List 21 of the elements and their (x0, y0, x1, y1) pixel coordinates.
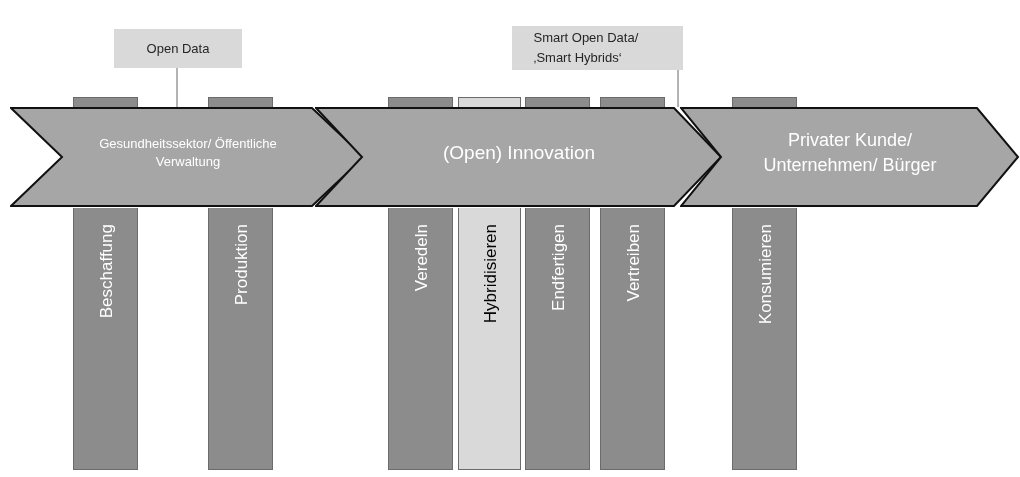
activity-bar (208, 208, 273, 470)
leader-line (677, 69, 679, 108)
activity-bar (73, 208, 138, 470)
callout-box: Open Data (114, 29, 242, 68)
stage-label: (Open) Innovation (442, 140, 596, 165)
stage-label: Gesundheitssektor/ Öffentliche Verwaltung (98, 135, 278, 171)
activity-bar (600, 208, 665, 470)
activity-label: Hybridisieren (481, 224, 498, 324)
callout-box: Smart Open Data/ ‚Smart Hybrids‘ (512, 26, 683, 70)
activity-bar (458, 208, 521, 470)
activity-label: Endfertigen (549, 224, 566, 311)
activity-label: Veredeln (412, 224, 429, 292)
activity-label: Produktion (232, 224, 249, 306)
leader-line (176, 67, 178, 108)
stage-label: Privater Kunde/ Unternehmen/ Bürger (762, 129, 938, 177)
activity-bar (732, 208, 797, 470)
activity-label: Konsumieren (756, 224, 773, 325)
activity-bar (525, 208, 590, 470)
activity-label: Vertreiben (624, 224, 641, 302)
activity-bar (388, 208, 453, 470)
activity-label: Beschaffung (97, 224, 114, 319)
